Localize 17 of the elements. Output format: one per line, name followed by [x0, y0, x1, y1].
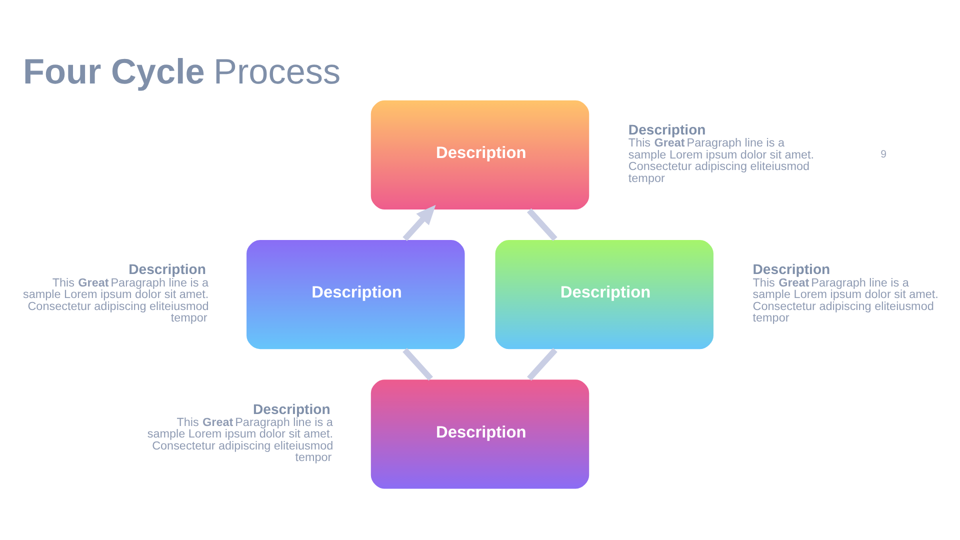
node-label: Description: [752, 260, 830, 277]
node-label: This Great Paragraph line is a sample Lorem ipsum dolor sit amet. Consectetur adipiscing eliteiusmod tempor: [23, 276, 209, 324]
label: 9: [880, 148, 887, 160]
node-box: Description: [494, 238, 715, 350]
node-label: Description: [628, 121, 706, 138]
diagram-title: Four Cycle Process: [23, 52, 341, 91]
node-label: Description: [128, 260, 206, 277]
connector: [402, 348, 433, 380]
node-label: This Great Paragraph line is a sample Lorem ipsum dolor sit amet. Consectetur adipiscing eliteiusmod tempor: [628, 136, 814, 184]
arrow: [402, 204, 436, 241]
node-box: Description: [370, 98, 590, 210]
node-box: Description: [370, 378, 590, 490]
node-box: Description: [245, 238, 466, 350]
node-label: This Great Paragraph line is a sample Lorem ipsum dolor sit amet. Consectetur adipiscing eliteiusmod tempor: [752, 276, 938, 324]
connector: [526, 208, 558, 241]
node-label: Description: [252, 400, 330, 416]
connector: [527, 348, 558, 380]
